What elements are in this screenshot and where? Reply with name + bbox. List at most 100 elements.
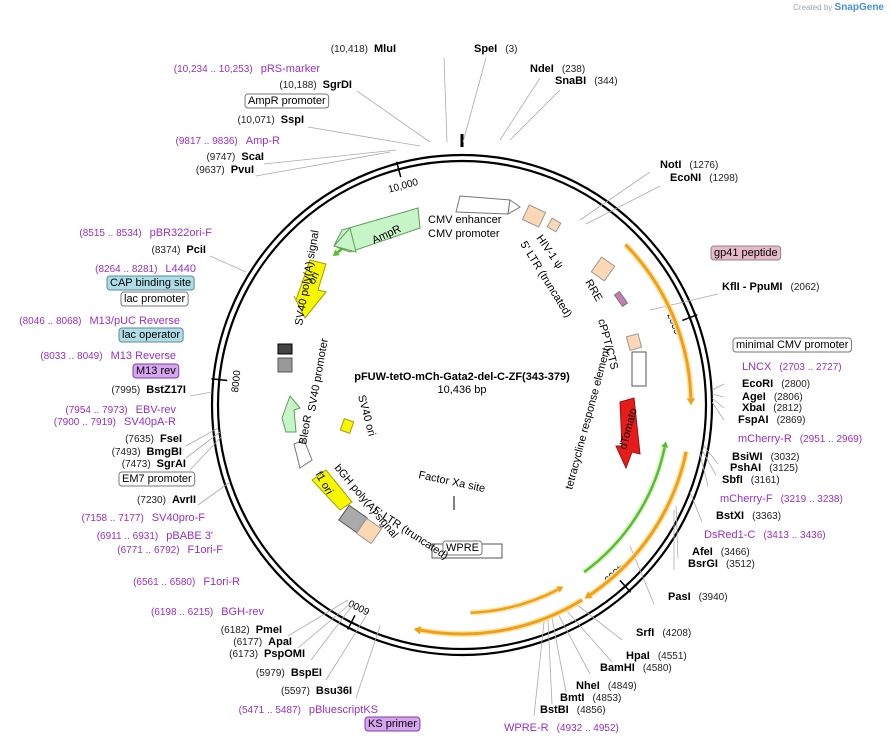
site-bstz17i[interactable]: (7995)BstZ17I bbox=[111, 384, 186, 396]
site-ecori[interactable]: EcoRI(2800) bbox=[742, 378, 810, 390]
site-sspi[interactable]: (10,071)SspI bbox=[238, 114, 304, 126]
site-pasi[interactable]: PasI(3940) bbox=[668, 591, 728, 603]
feature-box-m13-rev[interactable]: M13 rev bbox=[132, 363, 180, 379]
feature-box-em7-promoter[interactable]: EM7 promoter bbox=[118, 471, 196, 487]
feature-box-ampr-promoter[interactable]: AmpR promoter bbox=[244, 93, 330, 109]
site-agei[interactable]: AgeI(2806) bbox=[742, 391, 803, 403]
site-name: BspEI bbox=[291, 667, 322, 679]
feature-box-ks-primer[interactable]: KS primer bbox=[364, 716, 421, 732]
site-name: ScaI bbox=[241, 151, 264, 163]
site-mlui[interactable]: (10,418)MluI bbox=[331, 43, 396, 55]
primer-m13-puc-reverse[interactable]: M13/pUC Reverse(8046 .. 8068) bbox=[19, 315, 180, 327]
primer-position: (2703 .. 2727) bbox=[779, 362, 841, 373]
site-sgrai[interactable]: (7473)SgrAI bbox=[122, 458, 186, 470]
feature-box-lac-promoter[interactable]: lac promoter bbox=[120, 291, 189, 307]
orf-arrow-bottom bbox=[413, 626, 422, 635]
site-nhei[interactable]: NheI(4849) bbox=[576, 680, 637, 692]
feature-box-minimal-cmv-promoter[interactable]: minimal CMV promoter bbox=[732, 337, 852, 353]
site-hpai[interactable]: HpaI(4551) bbox=[626, 650, 687, 662]
primer-name: pBluescriptKS bbox=[309, 704, 378, 716]
primer-f1ori-r[interactable]: F1ori-R(6561 .. 6580) bbox=[133, 576, 240, 588]
primer-pbluescriptks[interactable]: pBluescriptKS(5471 .. 5487) bbox=[239, 704, 378, 716]
site-position: (6177) bbox=[233, 637, 262, 648]
primer-sv40pro-f[interactable]: SV40pro-F(7158 .. 7177) bbox=[82, 512, 206, 524]
site-srfi[interactable]: SrfI(4208) bbox=[636, 627, 691, 639]
primer-pbabe-3[interactable]: pBABE 3'(6911 .. 6931) bbox=[97, 530, 213, 542]
site-fspai[interactable]: FspAI(2869) bbox=[738, 414, 805, 426]
leader-line bbox=[689, 491, 703, 523]
site-ndei[interactable]: NdeI(238) bbox=[530, 63, 585, 75]
primer-l4440[interactable]: L4440 (8264 .. 8281) bbox=[95, 263, 196, 275]
primer-position: (4932 .. 4952) bbox=[557, 723, 619, 734]
leader-line bbox=[551, 617, 567, 693]
primer-mcherry-f[interactable]: mCherry-F(3219 .. 3238) bbox=[720, 493, 843, 505]
primer-m13-reverse[interactable]: M13 Reverse(8033 .. 8049) bbox=[40, 350, 176, 362]
site-pcii[interactable]: (8374)PciI bbox=[152, 244, 206, 256]
site-name: KflI - PpuMI bbox=[722, 281, 783, 293]
site-afei[interactable]: AfeI(3466) bbox=[692, 546, 750, 558]
site-bspei[interactable]: (5979)BspEI bbox=[256, 667, 322, 679]
site-name: BstBI bbox=[540, 704, 569, 716]
primer-name: mCherry-R bbox=[738, 433, 792, 445]
primer-f1ori-f[interactable]: F1ori-F(6771 .. 6792) bbox=[117, 544, 223, 556]
site-pvui[interactable]: (9637)PvuI bbox=[196, 164, 254, 176]
primer-position: (8264 .. 8281) bbox=[95, 264, 157, 275]
site-name: EcoRI bbox=[742, 378, 773, 390]
site-pmei[interactable]: (6182)PmeI bbox=[221, 624, 282, 636]
orf-arrow-right bbox=[584, 591, 593, 599]
feature-box-lac-operator[interactable]: lac operator bbox=[118, 327, 184, 343]
site-spei[interactable]: SpeI(3) bbox=[474, 43, 517, 55]
leader-line bbox=[675, 505, 679, 559]
site-apai[interactable]: (6177)ApaI bbox=[233, 636, 292, 648]
site-snabi[interactable]: SnaBI(344) bbox=[555, 75, 618, 87]
leader-line bbox=[557, 613, 591, 675]
site-position: (1276) bbox=[689, 160, 718, 171]
site-fsei[interactable]: (7635)FseI bbox=[125, 433, 182, 445]
primer-ebv-rev[interactable]: EBV-rev(7954 .. 7973) bbox=[65, 404, 176, 416]
site-bstbi[interactable]: BstBI(4856) bbox=[540, 704, 606, 716]
feature-box-label: minimal CMV promoter bbox=[736, 339, 849, 351]
leader-line bbox=[699, 453, 709, 487]
primer-lncx[interactable]: LNCX(2703 .. 2727) bbox=[742, 361, 842, 373]
leader-line bbox=[711, 397, 725, 409]
site-name: AvrII bbox=[172, 494, 196, 506]
feature-box-gp41-peptide[interactable]: gp41 peptide bbox=[710, 245, 782, 261]
site-position: (3940) bbox=[699, 592, 728, 603]
primer-prs-marker[interactable]: pRS-marker(10,234 .. 10,253) bbox=[174, 63, 321, 75]
site-bsu36i[interactable]: (5597)Bsu36I bbox=[281, 685, 352, 697]
site-econi[interactable]: EcoNI(1298) bbox=[670, 172, 738, 184]
primer-sv40pa-r[interactable]: SV40pA-R(7900 .. 7919) bbox=[54, 416, 176, 428]
feature-box-cap-binding-site[interactable]: CAP binding site bbox=[106, 275, 195, 291]
site-bmti[interactable]: BmtI(4853) bbox=[560, 692, 621, 704]
site-bsrgi[interactable]: BsrGI(3512) bbox=[688, 558, 755, 570]
feature-box-wpre[interactable]: WPRE bbox=[442, 540, 483, 556]
sv40-promoter-arrow bbox=[281, 395, 301, 433]
site-name: PvuI bbox=[231, 164, 254, 176]
site-sbfi[interactable]: SbfI(3161) bbox=[722, 474, 780, 486]
leader-line bbox=[325, 615, 367, 681]
primer-mcherry-r[interactable]: mCherry-R(2951 .. 2969) bbox=[738, 433, 862, 445]
site-bsiwi[interactable]: BsiWI(3032) bbox=[732, 451, 799, 463]
site-pshai[interactable]: PshAI(3125) bbox=[730, 462, 798, 474]
leader-line bbox=[649, 293, 719, 311]
site-pspomi[interactable]: (6173)PspOMI bbox=[229, 648, 305, 660]
site-sgrdi[interactable]: (10,188)SgrDI bbox=[279, 79, 352, 91]
psi-shape bbox=[546, 217, 562, 233]
primer-amp-r[interactable]: Amp-R(9817 .. 9836) bbox=[176, 135, 281, 147]
site-kfli-ppumi[interactable]: KflI - PpuMI(2062) bbox=[722, 281, 819, 293]
snapgene-logo-text: SnapGene bbox=[834, 2, 884, 13]
site-scai[interactable]: (9747)ScaI bbox=[206, 151, 264, 163]
primer-wpre-r[interactable]: WPRE-R(4932 .. 4952) bbox=[504, 722, 619, 734]
primer-name: L4440 bbox=[165, 263, 196, 275]
site-avrii[interactable]: (7230)AvrII bbox=[137, 494, 196, 506]
primer-bgh-rev[interactable]: BGH-rev(6198 .. 6215) bbox=[151, 606, 265, 618]
primer-pbr322ori-f[interactable]: pBR322ori-F(8515 .. 8534) bbox=[79, 227, 212, 239]
site-bstxi[interactable]: BstXI(3363) bbox=[716, 510, 781, 522]
site-bamhi[interactable]: BamHI(4580) bbox=[600, 662, 672, 674]
site-bmgbi[interactable]: (7493)BmgBI bbox=[112, 446, 182, 458]
site-noti[interactable]: NotI(1276) bbox=[660, 159, 718, 171]
feature-box-bg bbox=[732, 337, 852, 353]
site-xbai[interactable]: XbaI(2812) bbox=[742, 402, 802, 414]
primer-dsred1-c[interactable]: DsRed1-C(3413 .. 3436) bbox=[704, 529, 826, 541]
